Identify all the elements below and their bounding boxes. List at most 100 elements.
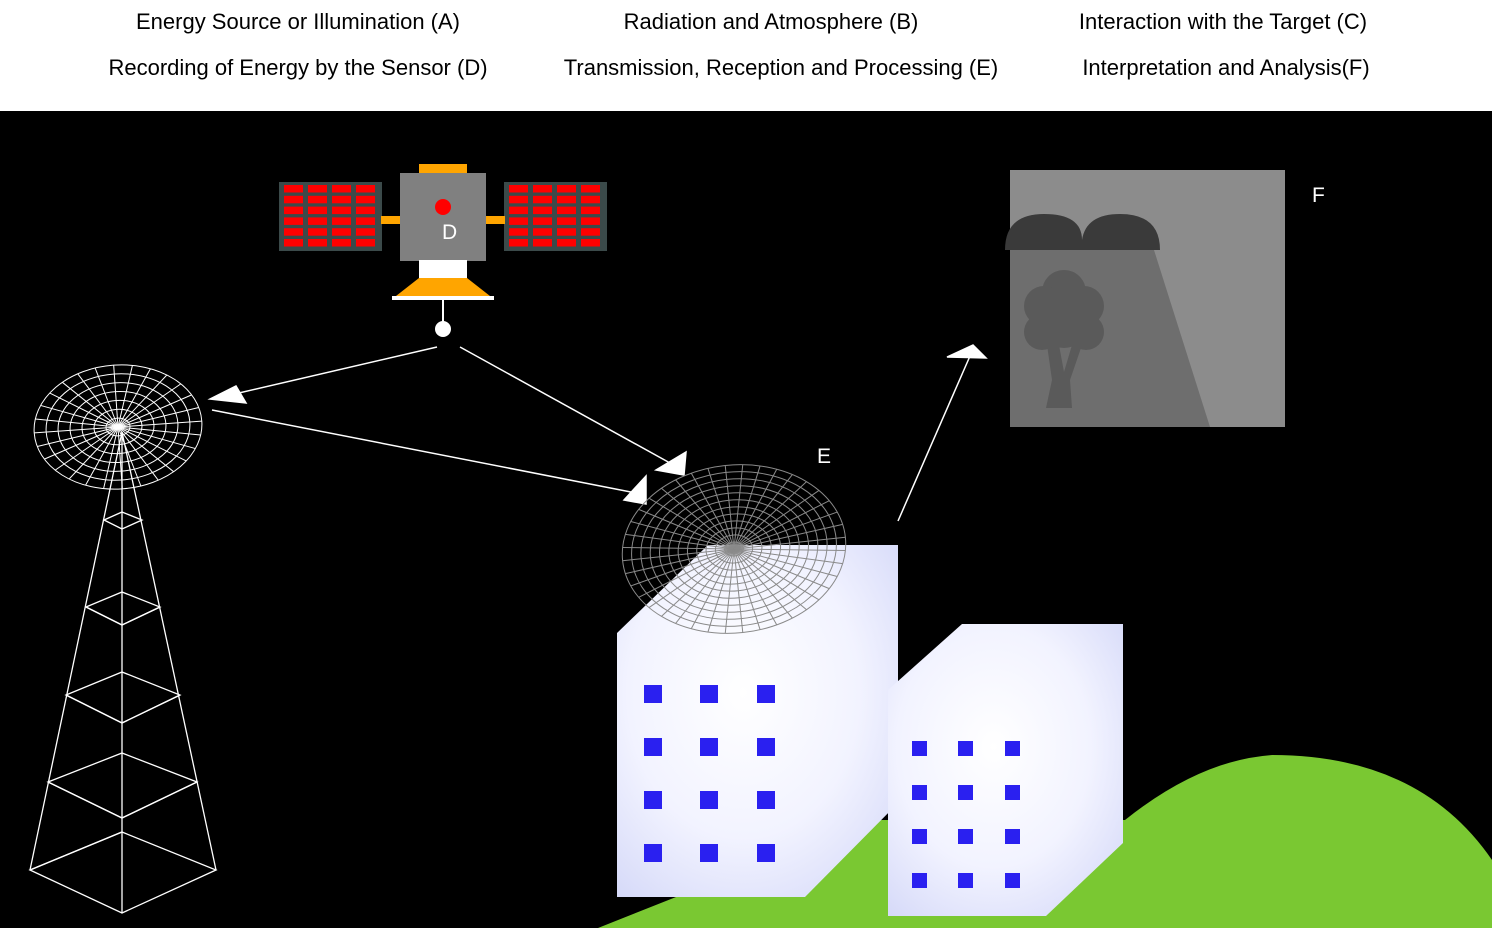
solar-cell bbox=[557, 239, 576, 247]
dish-spoke bbox=[35, 418, 119, 428]
solar-cell bbox=[356, 195, 375, 204]
solar-cell bbox=[356, 228, 375, 236]
legend-item-energy-source: Energy Source or Illumination (A) bbox=[135, 9, 461, 34]
dish-spoke bbox=[40, 404, 119, 428]
solar-cell bbox=[581, 185, 600, 193]
building-window bbox=[700, 844, 718, 862]
solar-cell bbox=[509, 185, 528, 193]
solar-cell bbox=[557, 185, 576, 193]
dish-spoke bbox=[113, 365, 119, 428]
satellite: D bbox=[279, 164, 607, 337]
sensor-lens bbox=[435, 199, 451, 215]
solar-cell bbox=[509, 228, 528, 236]
solar-cell bbox=[509, 217, 528, 225]
solar-cells-right bbox=[509, 185, 600, 247]
dish-spoke bbox=[733, 474, 793, 550]
building-window bbox=[912, 785, 927, 800]
tree-icon bbox=[1024, 270, 1104, 408]
dish-spoke bbox=[733, 548, 807, 611]
dish-spoke bbox=[44, 426, 119, 460]
legend-item-radiation-atmosphere: Radiation and Atmosphere (B) bbox=[623, 9, 919, 34]
dish-spoke bbox=[733, 548, 778, 626]
solar-cell bbox=[332, 185, 351, 193]
arrow-satellite-to-station bbox=[459, 346, 671, 464]
building-main-windows bbox=[644, 685, 775, 862]
building-window bbox=[700, 738, 718, 756]
solar-cell bbox=[332, 239, 351, 247]
solar-cell bbox=[557, 195, 576, 204]
dish-spoke bbox=[707, 468, 735, 550]
solar-cell bbox=[533, 228, 552, 236]
solar-cell bbox=[332, 217, 351, 225]
building-window bbox=[700, 685, 718, 703]
solar-cell bbox=[332, 206, 351, 215]
solar-cell bbox=[533, 185, 552, 193]
building-window bbox=[757, 791, 775, 809]
dish-spoke bbox=[707, 548, 735, 633]
dish-spoke bbox=[37, 426, 119, 447]
dish-spoke bbox=[733, 548, 846, 552]
arrow-head-analysis bbox=[946, 344, 988, 359]
solar-cell bbox=[284, 185, 303, 193]
building-window bbox=[912, 873, 927, 888]
dish-spoke bbox=[690, 472, 735, 550]
satellite-neck bbox=[419, 260, 467, 278]
dish-spoke bbox=[724, 548, 735, 634]
legend-item-interpretation-analysis: Interpretation and Analysis(F) bbox=[1082, 55, 1370, 80]
dish-spoke bbox=[117, 365, 133, 428]
dish-spoke bbox=[117, 426, 201, 436]
building-window bbox=[757, 685, 775, 703]
dish-spoke bbox=[630, 521, 735, 550]
dish-spoke bbox=[733, 511, 838, 550]
solar-cell bbox=[557, 217, 576, 225]
dish-spoke bbox=[661, 487, 735, 550]
building-window bbox=[757, 738, 775, 756]
dish-spoke bbox=[68, 426, 119, 480]
dish-spoke bbox=[117, 383, 182, 428]
analysis-label: F bbox=[1312, 184, 1325, 207]
solar-cell bbox=[332, 228, 351, 236]
satellite-base-plate bbox=[392, 296, 494, 300]
solar-cell bbox=[557, 228, 576, 236]
dish-spoke bbox=[117, 426, 187, 462]
solar-cell bbox=[509, 206, 528, 215]
dish-spoke bbox=[117, 426, 159, 481]
legend-item-transmission-processing: Transmission, Reception and Processing (… bbox=[563, 55, 999, 80]
solar-cell bbox=[308, 239, 327, 247]
solar-cell bbox=[581, 239, 600, 247]
building-window bbox=[912, 741, 927, 756]
dish-spoke bbox=[733, 469, 778, 550]
dish-spoke bbox=[733, 490, 820, 550]
arrow-head-station-a bbox=[653, 450, 687, 476]
dish-spoke bbox=[117, 426, 196, 450]
transmission-arrows bbox=[207, 344, 988, 522]
solar-cell bbox=[581, 228, 600, 236]
cloud-icon bbox=[1005, 214, 1160, 250]
solar-cell bbox=[509, 195, 528, 204]
dish-spoke bbox=[733, 548, 793, 619]
solar-cell bbox=[356, 185, 375, 193]
dish-spoke bbox=[117, 407, 199, 428]
panel-arm-right bbox=[485, 216, 505, 224]
dish-spoke bbox=[630, 548, 735, 587]
dish-spoke bbox=[117, 420, 202, 428]
solar-cell bbox=[284, 228, 303, 236]
building-window bbox=[1005, 741, 1020, 756]
building-window bbox=[958, 741, 973, 756]
solar-cell bbox=[308, 195, 327, 204]
building-window bbox=[1005, 785, 1020, 800]
dish-spoke bbox=[733, 548, 843, 565]
analysis-image: F bbox=[1005, 170, 1325, 427]
panel-arm-left bbox=[381, 216, 401, 224]
dish-spoke bbox=[648, 548, 735, 608]
dish-spoke bbox=[638, 508, 735, 550]
receiving-dish-antenna bbox=[621, 464, 847, 634]
relay-tower bbox=[28, 431, 218, 914]
dish-spoke bbox=[34, 426, 119, 434]
dish-spoke bbox=[733, 548, 820, 601]
dish-spoke bbox=[733, 464, 744, 550]
legend-item-interaction-target: Interaction with the Target (C) bbox=[1078, 9, 1368, 34]
dish-spoke bbox=[648, 497, 735, 550]
solar-cell bbox=[332, 195, 351, 204]
building-window bbox=[757, 844, 775, 862]
